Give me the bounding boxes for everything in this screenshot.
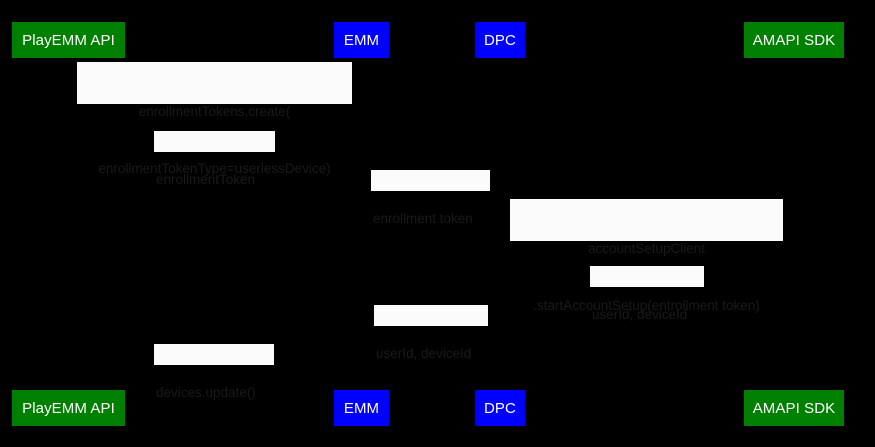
participant-label: AMAPI SDK [752,31,836,49]
message-label-enrollment-token-return: enrollmentToken [154,131,275,187]
lifeline-playemm-api [68,58,69,390]
participant-dpc-bottom[interactable]: DPC [475,390,525,426]
participant-amapi-sdk-top[interactable]: AMAPI SDK [744,22,844,58]
message-line-2: enrollmentTokenType=userlessDevice) [98,161,331,176]
arrow-start-account-setup [500,241,793,242]
participant-emm-top[interactable]: EMM [334,22,389,58]
arrow-userid-deviceid-to-dpc [500,288,793,289]
participant-label: DPC [484,31,516,49]
participant-label: PlayEMM API [22,399,115,417]
arrow-enrollment-tokens-create [68,104,361,105]
participant-emm-bottom[interactable]: EMM [334,390,389,426]
participant-amapi-sdk-bottom[interactable]: AMAPI SDK [744,390,844,426]
lifeline-amapi-sdk [793,58,794,390]
lifeline-emm [361,58,362,390]
message-label-userid-deviceid-to-emm: userId, deviceId [374,305,488,361]
message-label-start-account-setup: accountSetupClient .startAccountSetup(en… [510,199,783,313]
arrow-userid-deviceid-to-emm [361,327,500,328]
message-label-enrollment-token-to-dpc: enrollment token [371,170,490,226]
message-line-1: devices.update() [156,385,256,400]
participant-dpc-top[interactable]: DPC [475,22,525,58]
participant-label: AMAPI SDK [752,399,836,417]
message-line-1: enrollment token [373,211,473,226]
message-line-1: enrollmentToken [156,172,256,187]
arrow-enrollment-token-to-dpc [361,192,500,193]
participant-playemm-api-top[interactable]: PlayEMM API [12,22,125,58]
message-line-1: userId, deviceId [376,346,472,361]
message-label-enrollment-tokens-create: enrollmentTokens.create( enrollmentToken… [77,62,352,176]
arrow-enrollment-token-return [68,153,361,154]
message-label-userid-deviceid-to-dpc: userId, deviceId [590,266,704,322]
participant-label: DPC [484,399,516,417]
participant-label: EMM [343,399,380,417]
participant-label: PlayEMM API [22,31,115,49]
message-line-1: accountSetupClient [587,241,706,256]
participant-label: EMM [343,31,380,49]
message-label-devices-update: devices.update() [154,344,274,400]
lifeline-dpc [500,58,501,390]
message-line-2: .startAccountSetup(entrollment token) [533,298,760,313]
message-line-1: enrollmentTokens.create( [138,104,291,119]
arrow-devices-update [68,366,361,367]
participant-playemm-api-bottom[interactable]: PlayEMM API [12,390,125,426]
message-line-1: userId, deviceId [592,307,688,322]
